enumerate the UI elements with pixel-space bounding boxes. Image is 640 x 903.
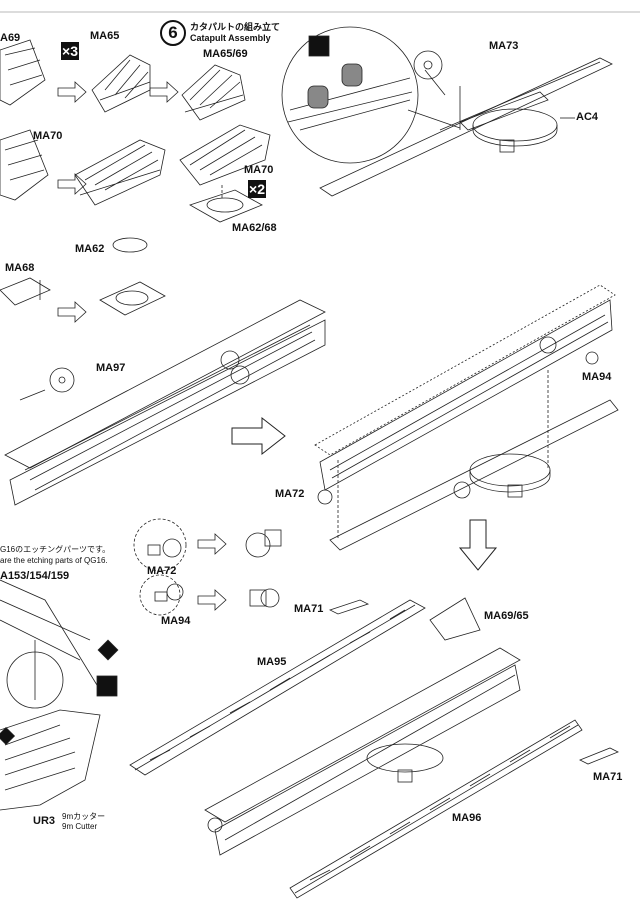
part-label-ma73: MA73 bbox=[489, 40, 519, 52]
etching-note-en: are the etching parts of QG16. bbox=[0, 556, 108, 565]
catapult-rail-top bbox=[319, 50, 613, 197]
part-label-ma153: A153/154/159 bbox=[0, 570, 70, 582]
part-label-ma68: MA68 bbox=[5, 262, 35, 274]
cutter-name-en: 9m Cutter bbox=[62, 822, 98, 831]
step-title-ja: カタパルトの組み立て bbox=[190, 22, 281, 32]
detail-zoom-circle bbox=[281, 26, 461, 164]
truss-ma95 bbox=[129, 599, 426, 776]
multiplier-x3: ×3 bbox=[61, 42, 79, 60]
part-label-ma62: MA62 bbox=[75, 243, 105, 255]
catapult-frame-ma97 bbox=[4, 299, 326, 506]
truss-ma70-left bbox=[74, 139, 166, 206]
part-label-ma62-68: MA62/68 bbox=[232, 222, 277, 234]
truss-ma96 bbox=[289, 719, 583, 899]
part-label-ma71-right: MA71 bbox=[593, 771, 623, 783]
part-label-ma70-right: MA70 bbox=[244, 164, 274, 176]
part-label-ma69: A69 bbox=[0, 32, 21, 44]
step-title-en: Catapult Assembly bbox=[190, 33, 271, 43]
catapult-assembly-bottom bbox=[204, 597, 521, 856]
part-label-ma70-left: MA70 bbox=[33, 130, 63, 142]
part-label-ma65-69: MA65/69 bbox=[203, 48, 248, 60]
part-label-ma94-left: MA94 bbox=[161, 615, 191, 627]
part-label-ma69-65: MA69/65 bbox=[484, 610, 529, 622]
part-label-ma97: MA97 bbox=[96, 362, 126, 374]
part-label-ma71-top: MA71 bbox=[294, 603, 324, 615]
part-label-ma95: MA95 bbox=[257, 656, 287, 668]
multiplier-x2: ×2 bbox=[248, 180, 266, 198]
frame-ma62-ma68 bbox=[0, 237, 166, 323]
parts-ma72-ma94 bbox=[133, 518, 282, 616]
etching-note-ja: G16のエッチングパーツです。 bbox=[0, 545, 111, 554]
part-label-ma72-left: MA72 bbox=[147, 565, 177, 577]
etching-ma71 bbox=[328, 599, 619, 765]
step-number: 6 bbox=[160, 20, 186, 46]
truss-ma65-69 bbox=[181, 64, 246, 121]
part-label-ma65: MA65 bbox=[90, 30, 120, 42]
truss-ma65 bbox=[91, 54, 151, 113]
cutter-name-ja: 9mカッター bbox=[62, 812, 106, 821]
flow-arrow-down bbox=[458, 519, 498, 571]
cutter-ur3 bbox=[0, 579, 101, 811]
part-label-ma94-right: MA94 bbox=[582, 371, 612, 383]
part-label-ma96: MA96 bbox=[452, 812, 482, 824]
truss-ma70-right bbox=[179, 124, 271, 223]
flow-arrow-top bbox=[57, 81, 179, 195]
part-label-ac4: AC4 bbox=[576, 111, 599, 123]
part-label-ma72-mid: MA72 bbox=[275, 488, 305, 500]
part-label-ur3: UR3 bbox=[33, 815, 56, 827]
flow-arrow-big bbox=[231, 416, 286, 456]
catapult-assembly-mid bbox=[314, 284, 619, 551]
truss-ma69-left bbox=[0, 39, 49, 201]
